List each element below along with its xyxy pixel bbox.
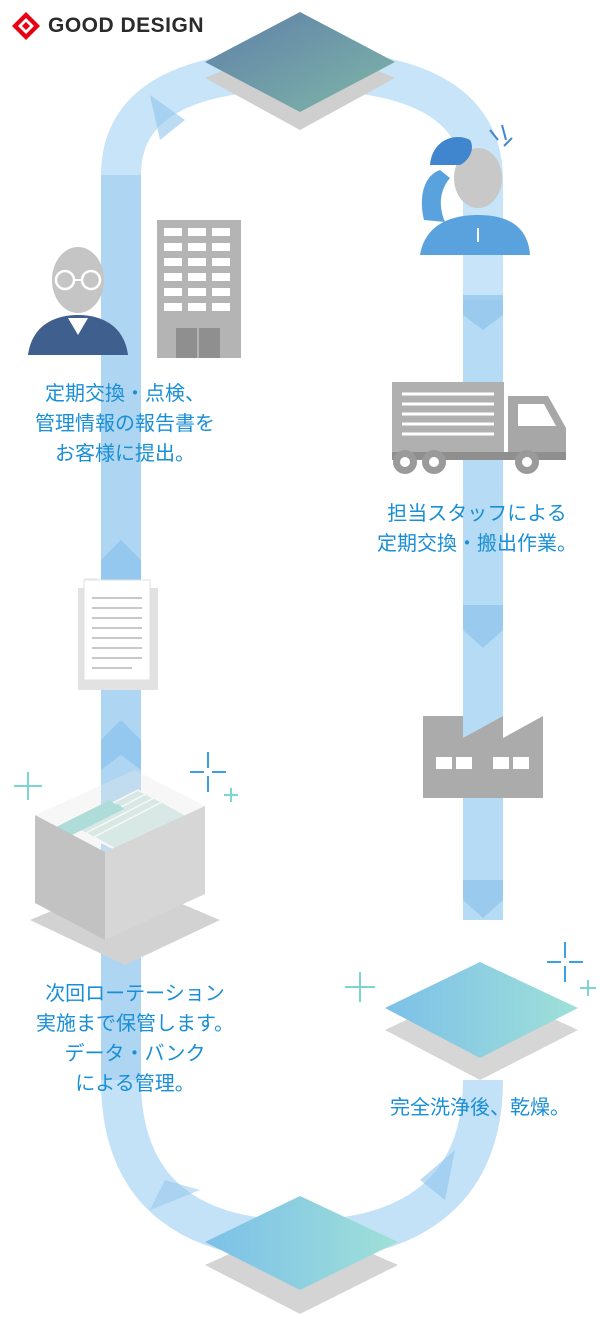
delivery-truck-icon — [392, 382, 566, 474]
caption-line: 担当スタッフによる — [387, 501, 567, 525]
caption-line: 実施まで保管します。 — [36, 1011, 234, 1035]
caption-report: 定期交換・点検、 管理情報の報告書を お客様に提出。 — [10, 378, 240, 468]
client-person-icon — [28, 247, 128, 355]
good-design-logo-text: GOOD DESIGN — [48, 14, 205, 37]
caption-line: 管理情報の報告書を — [35, 411, 215, 435]
caption-line: 定期交換・搬出作業。 — [377, 531, 577, 555]
caption-wash: 完全洗浄後、乾燥。 — [372, 1092, 588, 1122]
caption-line: 完全洗浄後、乾燥。 — [390, 1095, 570, 1119]
caption-storage: 次回ローテーション 実施まで保管します。 データ・バンク による管理。 — [10, 978, 260, 1098]
caption-line: データ・バンク — [64, 1041, 206, 1065]
caption-line: による管理。 — [75, 1071, 195, 1095]
storage-box-icon — [30, 770, 220, 965]
bottom-mat-icon — [205, 1196, 398, 1314]
office-building-icon — [157, 220, 241, 358]
sparkle-icon — [14, 772, 42, 800]
good-design-logo-icon — [12, 12, 40, 40]
washed-mat-icon — [385, 962, 578, 1080]
report-document-icon — [78, 578, 158, 690]
caption-line: 定期交換・点検、 — [45, 381, 205, 405]
staff-worker-icon — [420, 124, 530, 255]
sparkle-icon — [547, 942, 596, 996]
caption-line: お客様に提出。 — [55, 441, 195, 465]
top-mat-icon — [205, 12, 395, 130]
sparkle-icon — [345, 972, 375, 1002]
factory-icon — [423, 716, 543, 798]
caption-line: 次回ローテーション — [45, 981, 225, 1005]
sparkle-icon — [190, 752, 238, 802]
caption-pickup: 担当スタッフによる 定期交換・搬出作業。 — [362, 498, 592, 558]
